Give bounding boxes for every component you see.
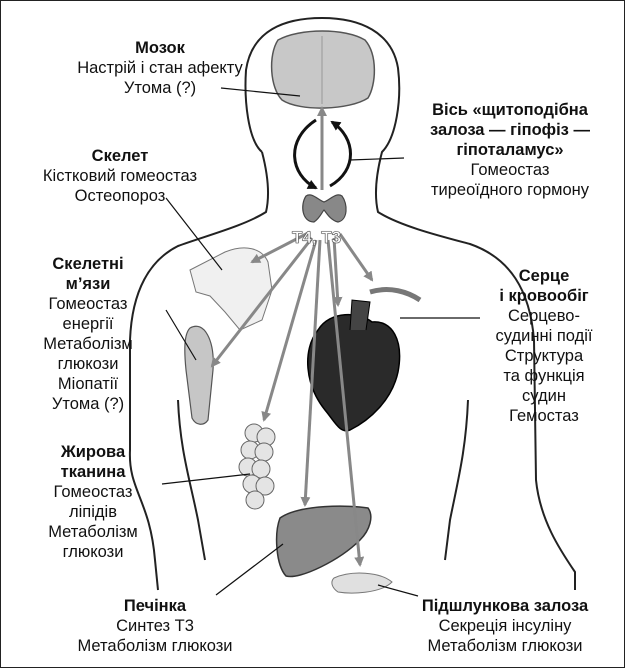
liver-label: Печінка Синтез Т3 Метаболізм глюкози — [55, 596, 255, 656]
heart-line-4: та функція — [474, 366, 614, 386]
fat-label: Жирова тканина Гомеостаз ліпідів Метабол… — [20, 442, 166, 562]
skeleton-line-2: Остеопороз — [20, 186, 220, 206]
fat-title-1: Жирова — [20, 442, 166, 462]
muscle-title-1: Скелетні — [22, 254, 154, 274]
brain-title: Мозок — [60, 38, 260, 58]
muscle-title-2: м’язи — [22, 274, 154, 294]
brain-line-1: Настрій і стан афекту — [60, 58, 260, 78]
axis-title-1: Вісь «щитоподібна — [405, 100, 615, 120]
heart-label: Серце і кровообіг Серцево- судинні події… — [474, 266, 614, 426]
pancreas-label: Підшлункова залоза Секреція інсуліну Мет… — [394, 596, 616, 656]
pancreas-line-1: Секреція інсуліну — [394, 616, 616, 636]
fat-line-4: глюкози — [20, 542, 166, 562]
heart-line-3: Структура — [474, 346, 614, 366]
skeleton-shape — [190, 248, 272, 330]
muscle-line-1: Гомеостаз — [22, 294, 154, 314]
skeleton-title: Скелет — [20, 146, 220, 166]
liver-line-2: Метаболізм глюкози — [55, 636, 255, 656]
brain-label: Мозок Настрій і стан афекту Утома (?) — [60, 38, 260, 98]
pancreas-shape — [332, 573, 392, 593]
axis-line-2: тиреоїдного гормону — [405, 180, 615, 200]
axis-line-1: Гомеостаз — [405, 160, 615, 180]
muscle-line-4: глюкози — [22, 354, 154, 374]
fat-shape — [239, 424, 275, 509]
liver-line-1: Синтез Т3 — [55, 616, 255, 636]
fat-title-2: тканина — [20, 462, 166, 482]
muscle-line-5: Міопатії — [22, 374, 154, 394]
liver-title: Печінка — [55, 596, 255, 616]
thyroid-shape — [303, 195, 346, 222]
muscle-label: Скелетні м’язи Гомеостаз енергії Метабол… — [22, 254, 154, 414]
muscle-line-2: енергії — [22, 314, 154, 334]
axis-title-3: гіпоталамус» — [405, 140, 615, 160]
skeleton-label: Скелет Кістковий гомеостаз Остеопороз — [20, 146, 220, 206]
axis-label: Вісь «щитоподібна залоза — гіпофіз — гіп… — [405, 100, 615, 200]
brain-shape — [272, 31, 375, 108]
heart-line-1: Серцево- — [474, 306, 614, 326]
heart-line-2: судинні події — [474, 326, 614, 346]
fat-line-2: ліпідів — [20, 502, 166, 522]
heart-line-5: судин — [474, 386, 614, 406]
skeleton-line-1: Кістковий гомеостаз — [20, 166, 220, 186]
heart-title-2: і кровообіг — [474, 286, 614, 306]
muscle-shape — [185, 326, 213, 424]
fat-line-3: Метаболізм — [20, 522, 166, 542]
fat-line-1: Гомеостаз — [20, 482, 166, 502]
hormone-label: T4, T3 — [292, 228, 341, 248]
heart-shape — [308, 315, 400, 431]
pancreas-title: Підшлункова залоза — [394, 596, 616, 616]
muscle-line-6: Утома (?) — [22, 394, 154, 414]
axis-title-2: залоза — гіпофіз — — [405, 120, 615, 140]
heart-line-6: Гемостаз — [474, 406, 614, 426]
brain-line-2: Утома (?) — [60, 78, 260, 98]
pancreas-line-2: Метаболізм глюкози — [394, 636, 616, 656]
muscle-line-3: Метаболізм — [22, 334, 154, 354]
heart-title-1: Серце — [474, 266, 614, 286]
